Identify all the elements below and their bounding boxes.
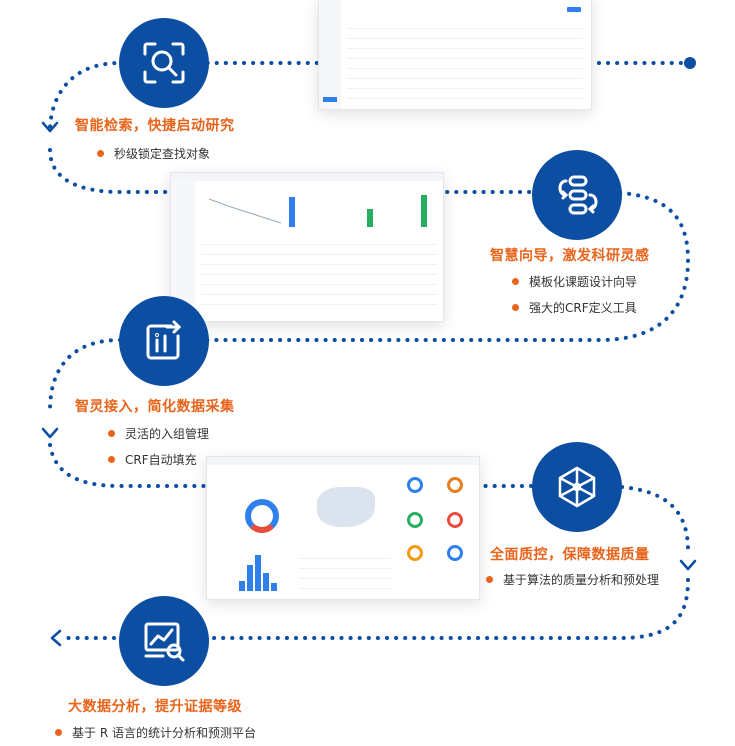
section-1-icon-circle bbox=[119, 18, 209, 108]
network-icon bbox=[558, 466, 596, 508]
section-4-title: 全面质控，保障数据质量 bbox=[490, 547, 650, 563]
section-2-title: 智慧向导，激发科研灵感 bbox=[490, 248, 650, 264]
section-2-bullet-2: 强大的CRF定义工具 bbox=[512, 299, 637, 316]
search-screenshot bbox=[318, 0, 592, 110]
bullet-dot bbox=[108, 430, 115, 437]
bullet-dot bbox=[108, 456, 115, 463]
bullet-dot bbox=[512, 278, 519, 285]
section-3-bullet-2: CRF自动填充 bbox=[108, 451, 197, 468]
bullet-dot bbox=[512, 304, 519, 311]
data-import-icon bbox=[146, 320, 182, 360]
scan-search-icon bbox=[143, 42, 185, 84]
section-5-icon-circle bbox=[119, 596, 209, 686]
section-4-icon-circle bbox=[532, 442, 622, 532]
bullet-dot bbox=[55, 729, 62, 736]
section-4-bullet-1: 基于算法的质量分析和预处理 bbox=[486, 571, 659, 588]
section-1-title: 智能检索，快捷启动研究 bbox=[75, 118, 235, 134]
quality-dashboard-screenshot bbox=[206, 456, 480, 600]
bullet-dot bbox=[97, 150, 104, 157]
section-5-title: 大数据分析，提升证据等级 bbox=[68, 699, 242, 715]
section-3-icon-circle bbox=[119, 296, 209, 386]
section-1-bullet-1: 秒级锁定查找对象 bbox=[97, 145, 210, 162]
workflow-icon bbox=[558, 175, 598, 215]
section-2-bullet-1: 模板化课题设计向导 bbox=[512, 273, 637, 290]
bullet-dot bbox=[486, 576, 493, 583]
study-wizard-screenshot bbox=[170, 172, 444, 322]
section-3-bullet-1: 灵活的入组管理 bbox=[108, 425, 209, 442]
section-5-bullet-1: 基于 R 语言的统计分析和预测平台 bbox=[55, 724, 256, 741]
chart-magnifier-icon bbox=[144, 622, 185, 662]
section-3-title: 智灵接入，简化数据采集 bbox=[75, 399, 235, 415]
section-2-icon-circle bbox=[532, 150, 622, 240]
